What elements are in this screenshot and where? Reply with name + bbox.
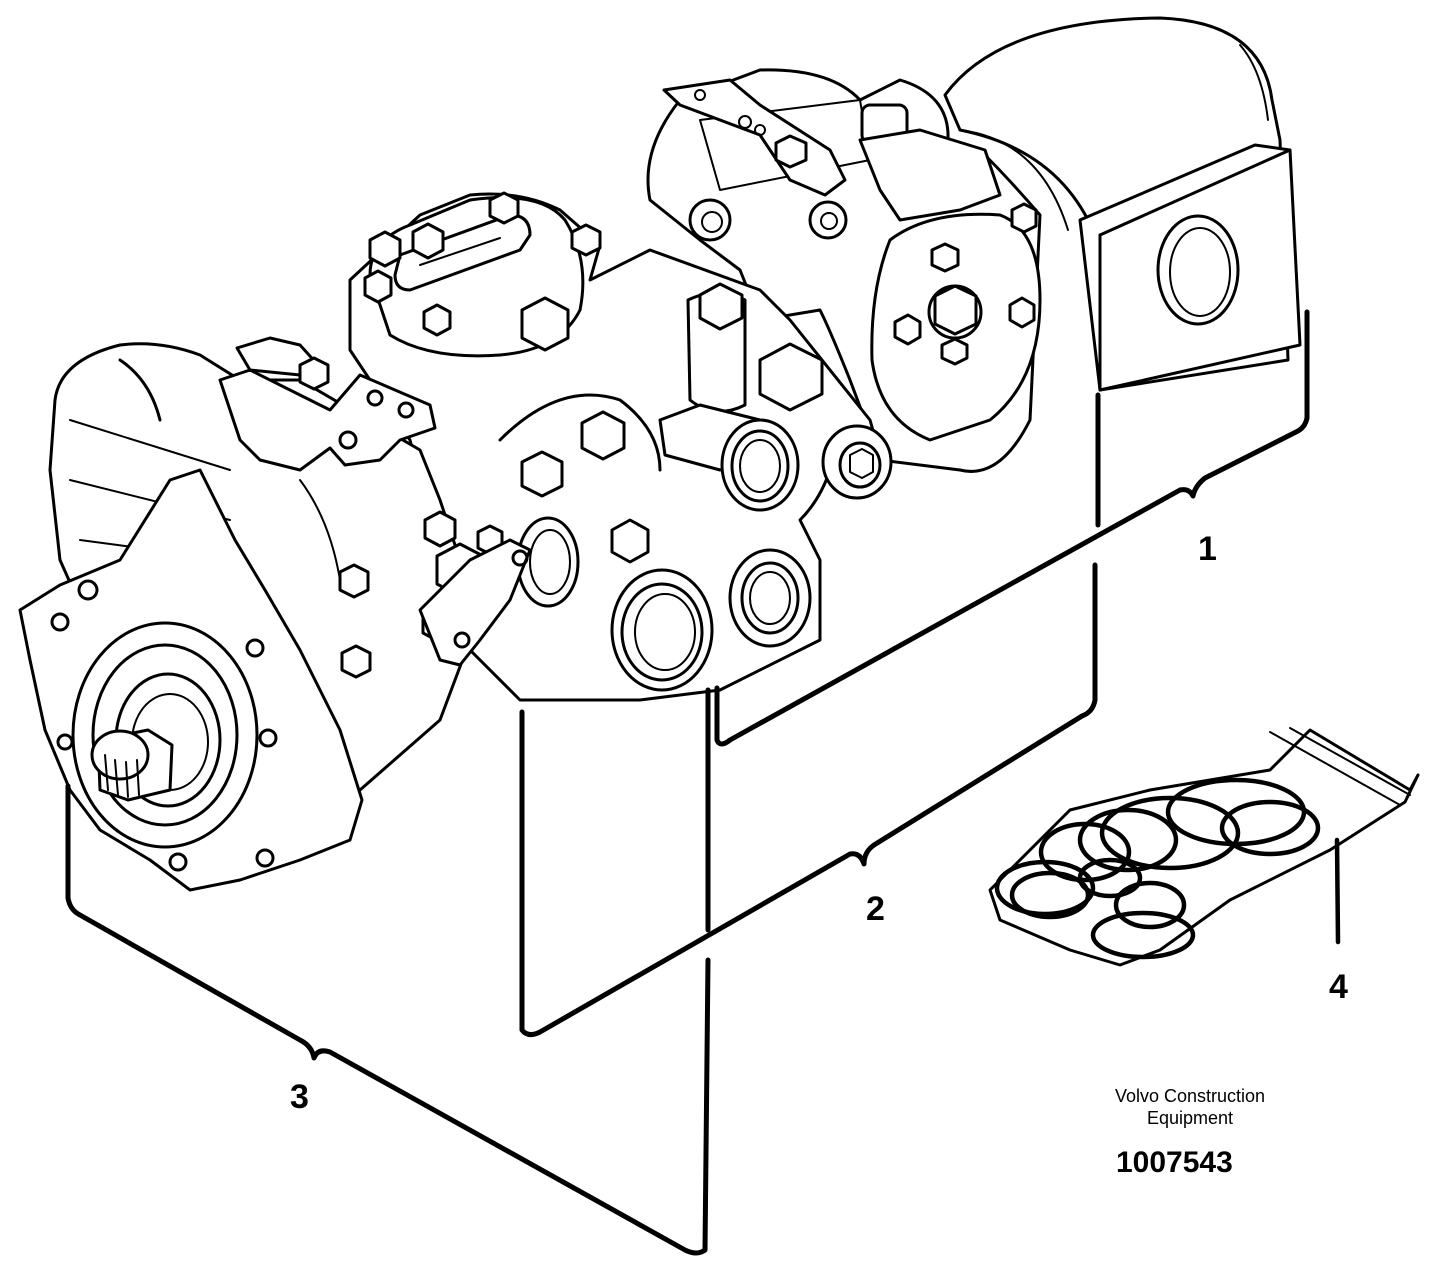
brand-line-2: Equipment [1146,1107,1234,1128]
callout-leader-4 [1334,837,1341,945]
callout-bracket-3 [65,783,711,1256]
callout-number-3: 3 [290,1078,309,1116]
callout-bracket-1 [714,309,1310,747]
pump-section-1 [646,16,1302,473]
callout-number-4: 4 [1329,968,1348,1006]
brand-line-1: Volvo Construction [1114,1086,1266,1106]
callout-bracket-2 [519,562,1098,1038]
drawing-number: 1007543 [1116,1146,1233,1179]
callout-number-2: 2 [866,890,885,928]
brand-caption: Volvo Construction Equipment [1070,1086,1310,1129]
callout-number-1: 1 [1198,530,1217,568]
seal-kit-bag [988,727,1420,967]
pump-section-3 [18,336,532,892]
